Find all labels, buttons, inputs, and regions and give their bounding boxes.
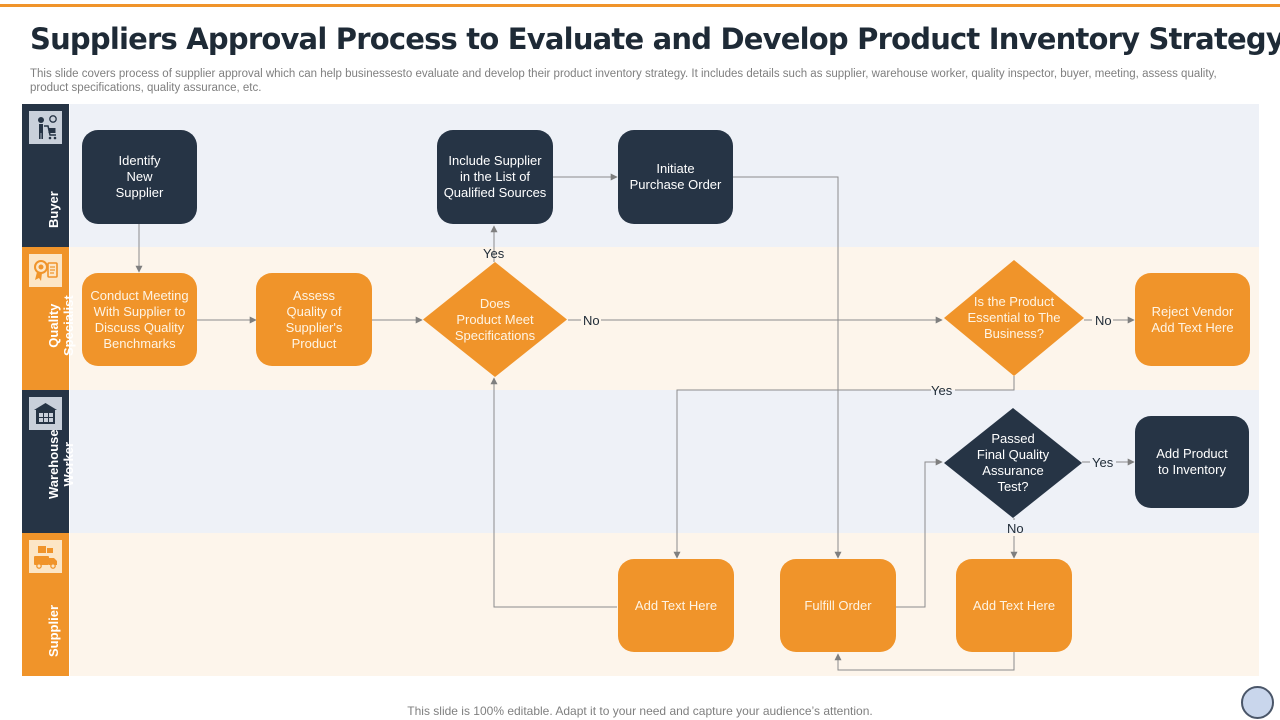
slide-subtitle: This slide covers process of supplier ap… — [30, 68, 1217, 94]
decision-meet-specifications-text: Does Product Meet Specifications — [454, 295, 536, 343]
edge-fulfill-passed — [896, 458, 943, 608]
slide-title: Suppliers Approval Process to Evaluate a… — [30, 22, 1280, 56]
node-conduct-meeting[interactable]: Conduct Meeting With Supplier to Discuss… — [82, 273, 197, 366]
decision-passed-quality-test-text: Passed Final Quality Assurance Test? — [976, 431, 1050, 494]
node-add-text-2[interactable]: Add Text Here — [956, 559, 1072, 652]
slide-footer: This slide is 100% editable. Adapt it to… — [407, 704, 873, 718]
edge-label-passed-yes: Yes — [1092, 455, 1114, 470]
buyer-cart-icon — [29, 111, 62, 144]
warehouse-icon — [29, 397, 62, 430]
top-accent-bar — [0, 4, 1280, 7]
edge-essential-addtext1 — [677, 376, 1015, 558]
edge-label-passed-no: No — [1007, 521, 1024, 536]
node-include-supplier[interactable]: Include Supplier in the List of Qualifie… — [437, 130, 553, 224]
node-reject-vendor[interactable]: Reject Vendor Add Text Here — [1135, 273, 1250, 366]
node-add-text-1[interactable]: Add Text Here — [618, 559, 734, 652]
edge-label-essential-yes: Yes — [931, 383, 953, 398]
corner-circle-icon — [1241, 686, 1274, 719]
decision-passed-quality-test[interactable]: Passed Final Quality Assurance Test? — [944, 408, 1082, 518]
lane-label-buyer: Buyer — [22, 104, 69, 247]
supplier-truck-icon — [29, 540, 62, 573]
quality-badge-icon — [29, 254, 62, 287]
edge-initiate-fulfill — [733, 176, 842, 559]
node-initiate-purchase-order[interactable]: Initiate Purchase Order — [618, 130, 733, 224]
decision-product-essential[interactable]: Is the Product Essential to The Business… — [944, 260, 1084, 376]
lane-label-quality: Quality Specialist — [22, 247, 76, 390]
decision-product-essential-text: Is the Product Essential to The Business… — [967, 294, 1061, 341]
edge-addtext1-specs — [490, 377, 617, 608]
edge-label-specs-yes: Yes — [483, 246, 505, 261]
lane-label-warehouse: Warehouse Worker — [22, 390, 76, 533]
node-assess-quality[interactable]: Assess Quality of Supplier's Product — [256, 273, 372, 366]
edge-label-specs-no: No — [583, 313, 600, 328]
node-fulfill-order[interactable]: Fulfill Order — [780, 559, 896, 652]
decision-meet-specifications[interactable]: Does Product Meet Specifications — [423, 262, 567, 377]
node-add-product-inventory[interactable]: Add Product to Inventory — [1135, 416, 1249, 508]
lane-label-supplier: Supplier — [22, 533, 69, 676]
edge-label-essential-no: No — [1095, 313, 1112, 328]
node-identify-new-supplier[interactable]: Identify New Supplier — [82, 130, 197, 224]
edge-addtext2-fulfill — [834, 652, 1015, 671]
